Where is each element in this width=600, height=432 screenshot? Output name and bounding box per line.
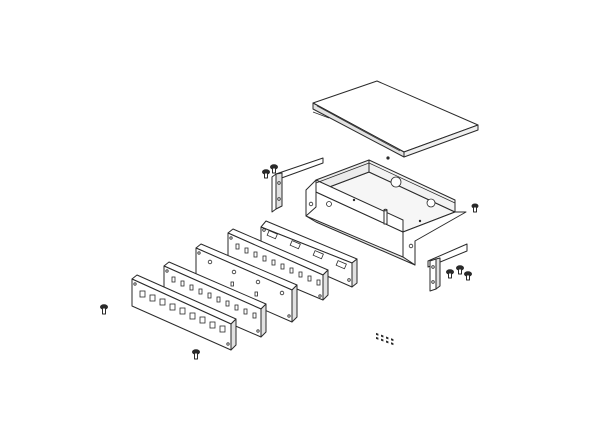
right-mounting-bracket — [427, 243, 468, 292]
screw-icon — [100, 304, 108, 315]
panel-port-cutouts — [171, 276, 257, 319]
left-mounting-bracket — [271, 157, 324, 213]
screw-icon — [471, 203, 479, 213]
front-panel-front — [163, 261, 267, 338]
screw — [100, 304, 200, 360]
panel-port-cutouts — [235, 243, 321, 286]
chassis-mount-hole — [326, 201, 332, 207]
screw-icon — [464, 271, 472, 281]
chassis-mount-hole — [408, 243, 414, 249]
cover-screw-icon — [386, 156, 390, 160]
front-panel-second — [227, 228, 329, 301]
chassis-floor-hole-grid — [376, 332, 394, 346]
front-panel-rear — [260, 220, 358, 288]
chassis-standoff — [383, 208, 388, 225]
screw-pair — [262, 164, 479, 213]
chassis-knockout-hole — [390, 176, 402, 188]
front-panel-third — [195, 243, 298, 323]
top-cover — [312, 80, 479, 160]
screw-icon — [270, 164, 278, 174]
screw-icon — [446, 269, 454, 279]
screw-icon — [262, 169, 270, 179]
rear-port-panel — [131, 274, 237, 351]
chassis-knockout-hole — [426, 198, 436, 208]
panel-connector-cutouts — [266, 230, 347, 270]
panel-connector-cutouts — [139, 290, 226, 333]
enclosure-chassis — [305, 159, 467, 346]
screw-icon — [456, 265, 464, 275]
panel-port-cutouts — [207, 259, 285, 297]
screw-icon — [192, 349, 200, 360]
chassis-mount-hole — [308, 201, 314, 207]
mounting-screws — [446, 265, 472, 281]
